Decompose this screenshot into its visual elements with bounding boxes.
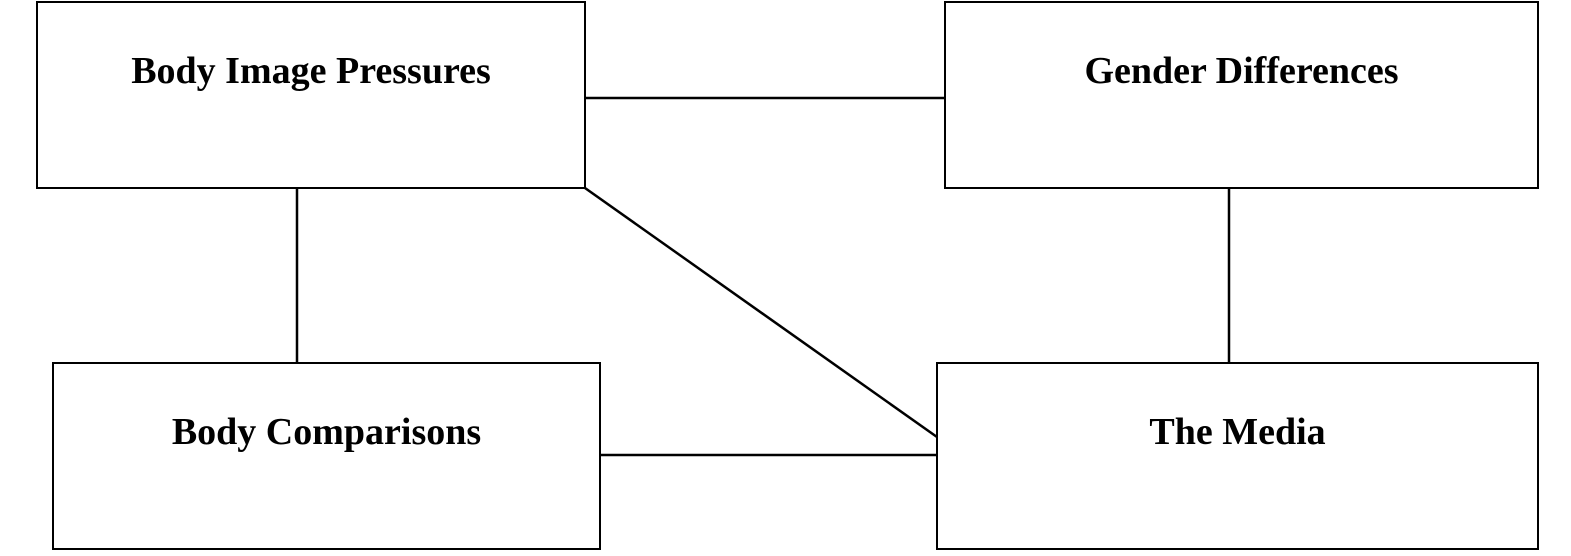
node-body-image-pressures: Body Image Pressures: [36, 1, 586, 189]
node-label: Gender Differences: [1084, 50, 1399, 92]
edge-body-image-to-media: [584, 186, 938, 439]
node-label: Body Comparisons: [171, 411, 482, 453]
node-gender-differences: Gender Differences: [944, 1, 1539, 189]
node-the-media: The Media: [936, 362, 1539, 550]
node-label: Body Image Pressures: [131, 50, 491, 92]
node-label: The Media: [1149, 411, 1326, 453]
node-body-comparisons: Body Comparisons: [52, 362, 601, 550]
